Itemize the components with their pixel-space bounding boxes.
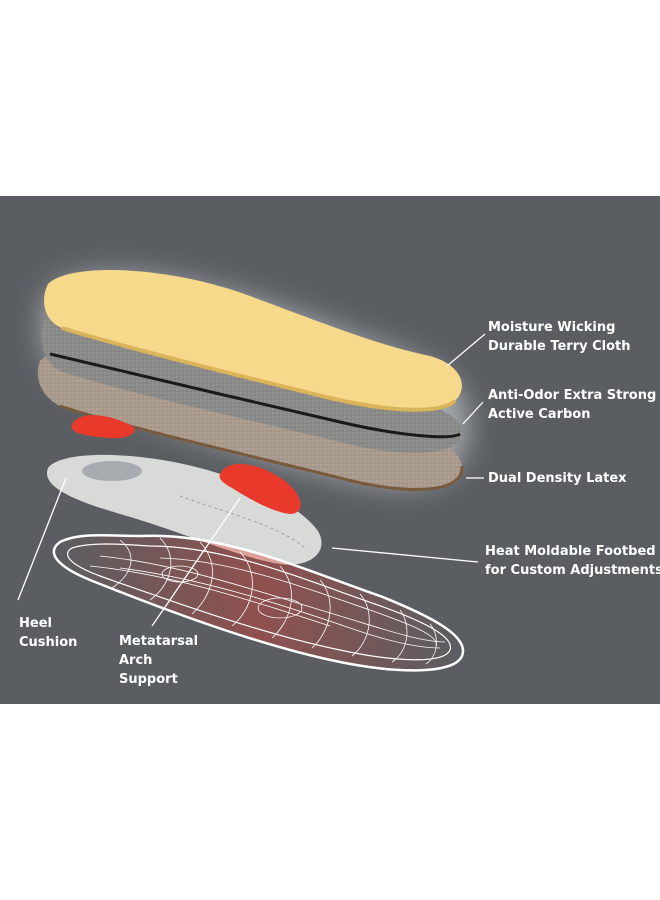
label-terry-cloth-line1: Moisture Wicking: [488, 318, 631, 337]
label-dual-density-latex: Dual Density Latex: [488, 469, 627, 488]
label-metatarsal-line3: Support: [119, 670, 198, 689]
label-heel-cushion: Heel Cushion: [19, 614, 77, 652]
label-active-carbon-line1: Anti-Odor Extra Strong: [488, 386, 656, 405]
label-heat-moldable-footbed: Heat Moldable Footbed for Custom Adjustm…: [485, 542, 660, 580]
insole-exploded-diagram: [0, 196, 660, 704]
label-footbed-line1: Heat Moldable Footbed: [485, 542, 660, 561]
label-footbed-line2: for Custom Adjustments: [485, 561, 660, 580]
label-active-carbon-line2: Active Carbon: [488, 405, 656, 424]
label-metatarsal-arch-support: Metatarsal Arch Support: [119, 632, 198, 689]
diagram-panel: Moisture Wicking Durable Terry Cloth Ant…: [0, 196, 660, 704]
label-terry-cloth: Moisture Wicking Durable Terry Cloth: [488, 318, 631, 356]
label-latex-line1: Dual Density Latex: [488, 469, 627, 488]
label-metatarsal-line1: Metatarsal: [119, 632, 198, 651]
label-metatarsal-line2: Arch: [119, 651, 198, 670]
label-terry-cloth-line2: Durable Terry Cloth: [488, 337, 631, 356]
label-heel-line1: Heel: [19, 614, 77, 633]
label-active-carbon: Anti-Odor Extra Strong Active Carbon: [488, 386, 656, 424]
label-heel-line2: Cushion: [19, 633, 77, 652]
wireframe-base: [54, 535, 463, 670]
